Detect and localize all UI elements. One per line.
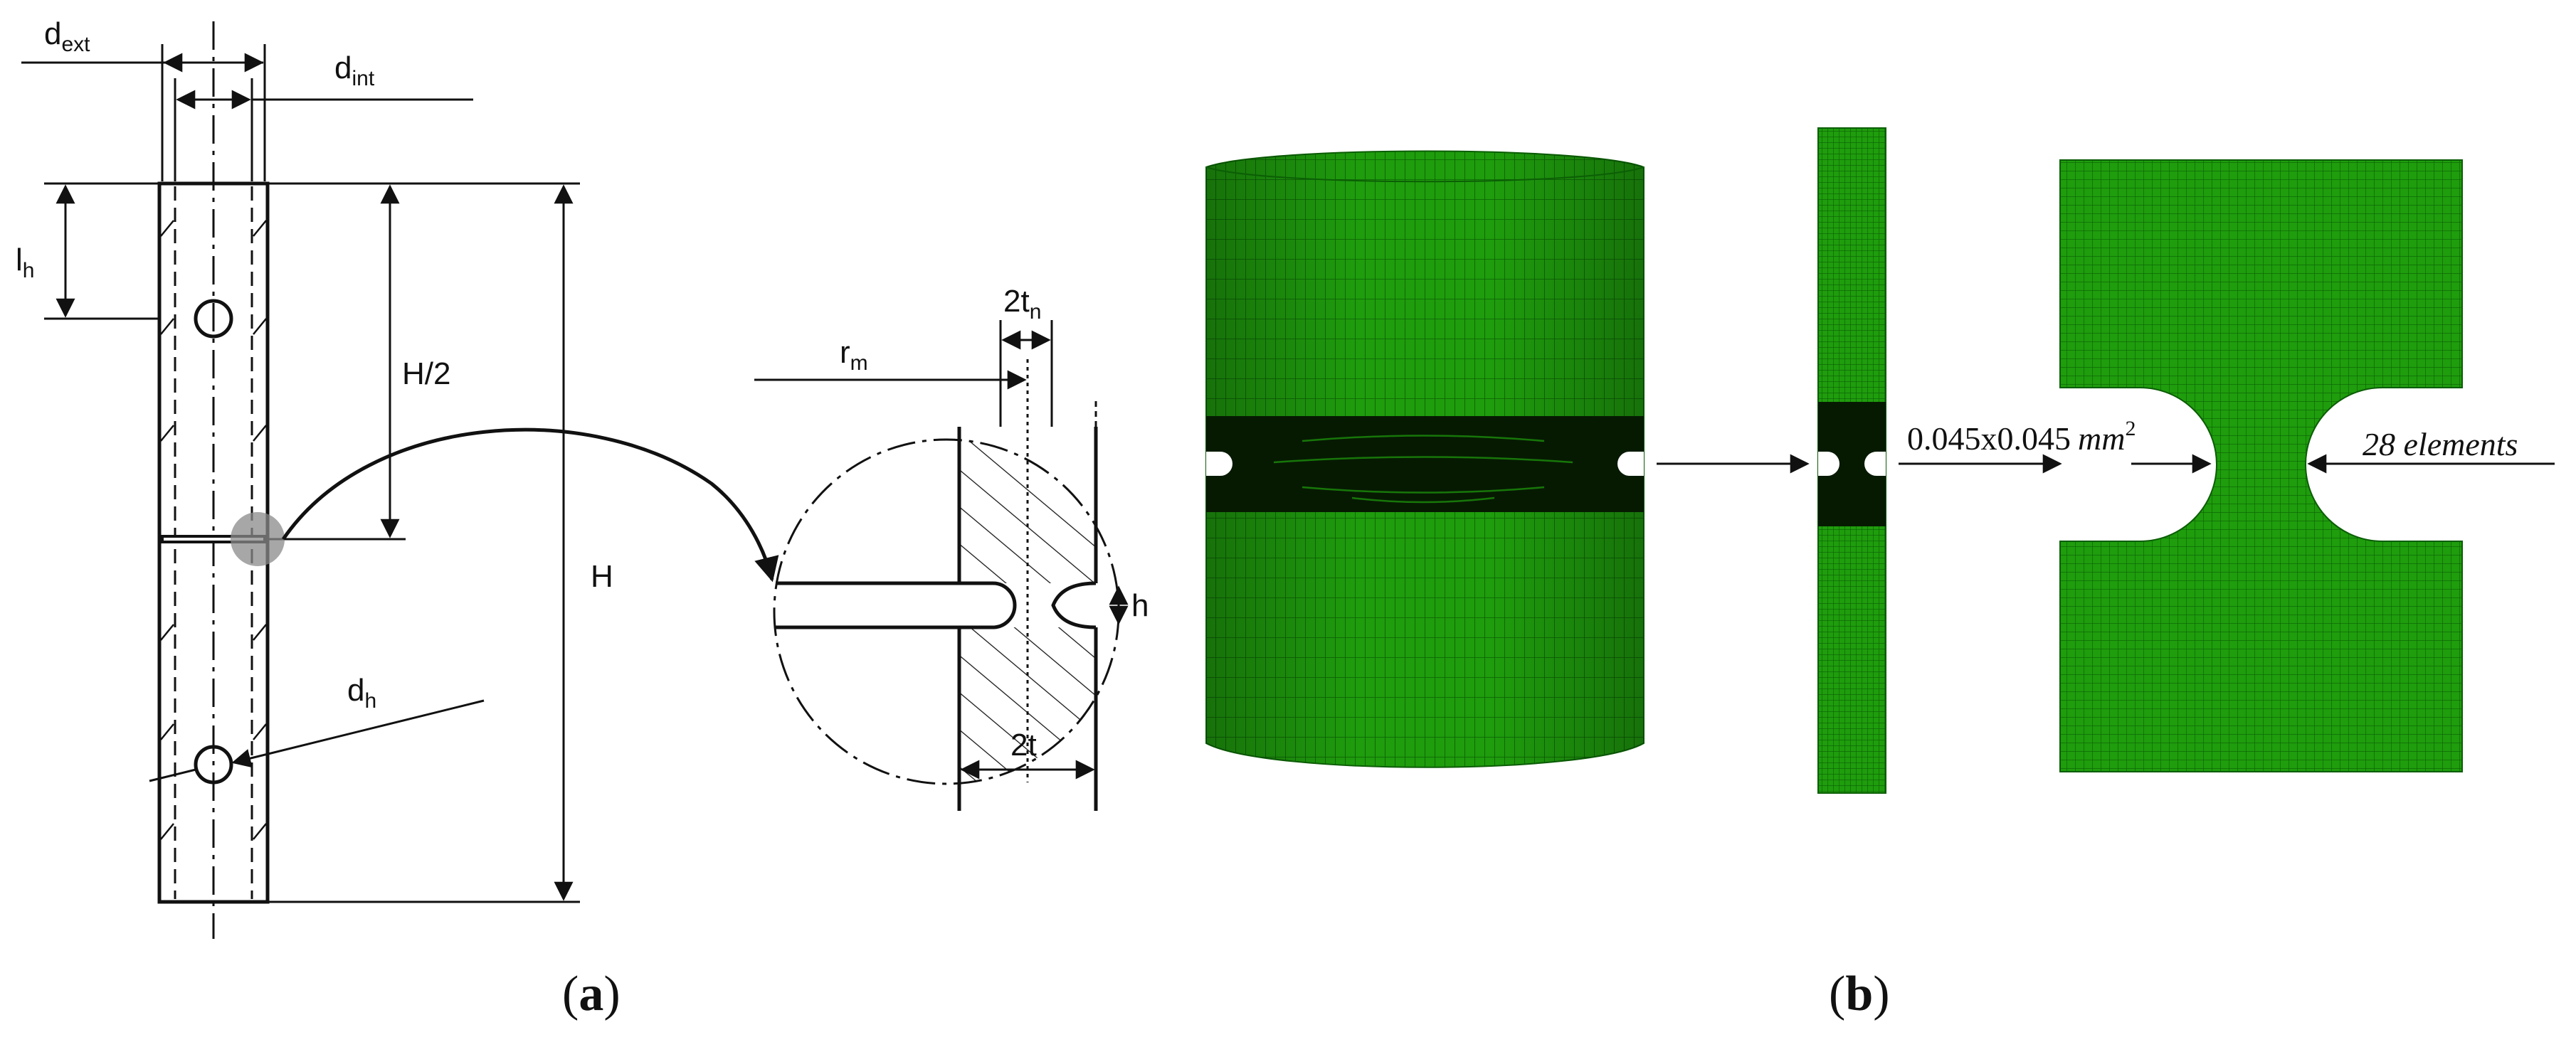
- wall-hatching: [160, 220, 267, 840]
- detail-highlight-circle: [231, 512, 285, 566]
- l-h-label: lh: [16, 243, 34, 282]
- panel-a-detail-view: rm 2tn h 2t: [754, 284, 1149, 811]
- d-h-leader-tail: [149, 768, 196, 782]
- notch-root-inner: [992, 581, 1017, 629]
- h-notch-label: h: [1131, 588, 1149, 623]
- half-h-label: H/2: [402, 356, 450, 391]
- two-t-label: 2t: [1010, 728, 1037, 762]
- notch-root-outer: [1051, 581, 1097, 629]
- r-m-label: rm: [840, 335, 868, 375]
- wall-section-edges: [957, 427, 1098, 811]
- element-count-label: 28 elements: [2363, 426, 2518, 462]
- cylinder-refined-band: [1206, 416, 1644, 512]
- lower-pin-hole: [194, 745, 233, 785]
- fe-mesh-wall-strip: [1817, 127, 1886, 794]
- cylinder-notch-left: [1206, 452, 1232, 476]
- d-int-label: dint: [334, 50, 375, 90]
- d-h-leader: [231, 699, 485, 768]
- two-tn-label: 2tn: [1003, 284, 1041, 324]
- caption-a: (a): [562, 967, 621, 1021]
- upper-pin-hole: [194, 299, 233, 339]
- upper-wall-section: [959, 440, 1096, 583]
- strip-notch-right: [1864, 452, 1886, 476]
- fe-mesh-cylinder: [1205, 150, 1645, 768]
- strip-notch-left: [1818, 452, 1839, 476]
- d-ext-label: dext: [44, 16, 90, 56]
- cylinder-notch-right: [1617, 452, 1644, 476]
- panel-a-drawing: dext dint: [16, 16, 779, 939]
- fe-mesh-notch-zoom: [2059, 159, 2463, 772]
- detail-callout-arrow: [281, 427, 779, 583]
- caption-b: (b): [1829, 967, 1890, 1021]
- d-h-label: dh: [347, 673, 376, 713]
- h-total-label: H: [591, 559, 613, 594]
